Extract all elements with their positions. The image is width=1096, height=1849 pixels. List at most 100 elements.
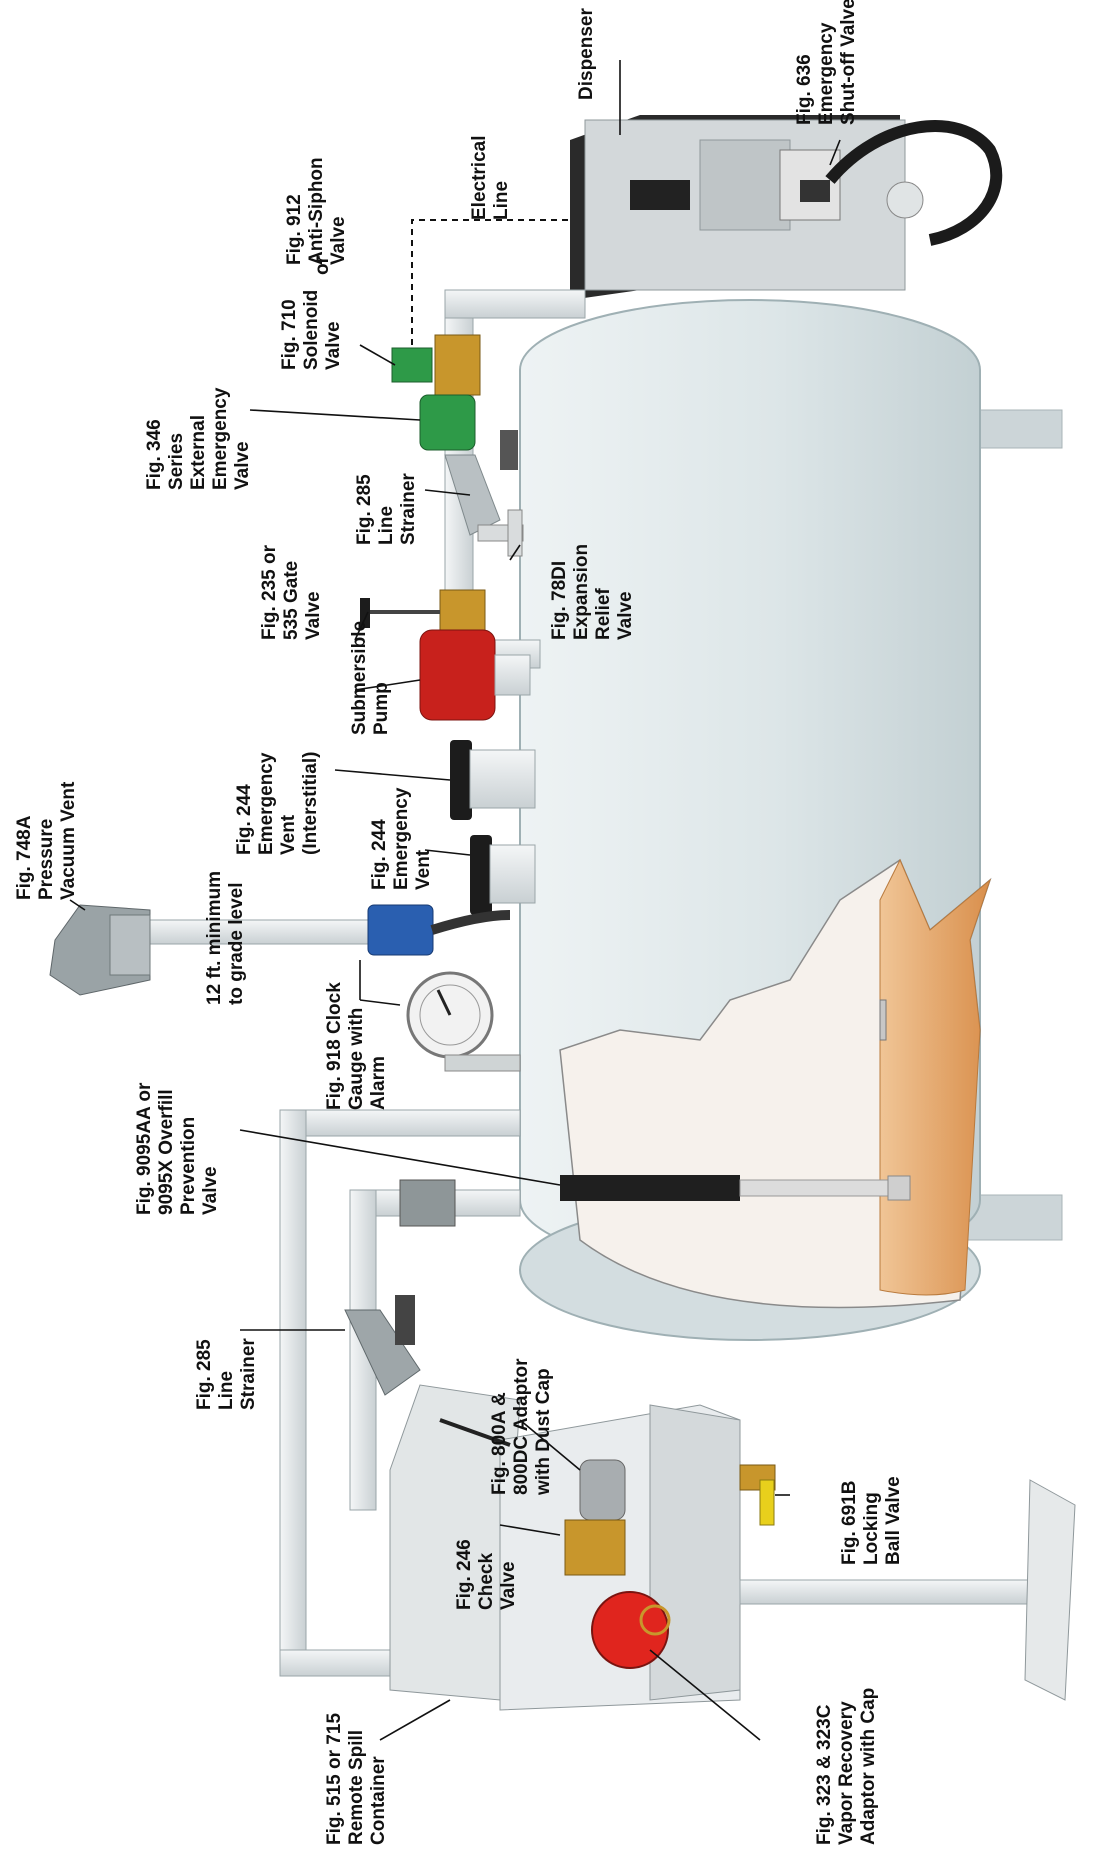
label-gate-valve-line-1: Fig. 235 or: [259, 544, 280, 640]
label-overfill-prevention-valve-line-1: Fig. 9095AA or: [134, 1082, 155, 1215]
clock-gauge: [408, 973, 520, 1071]
label-locking-ball-valve-line-1: Fig. 691B: [839, 1481, 860, 1565]
label-external-emergency-valve-line-1: Fig. 346: [144, 419, 165, 490]
label-check-valve-line-1: Fig. 246: [454, 1539, 475, 1610]
solenoid-valve: [392, 335, 480, 395]
label-emergency-vent-interstitial-line-3: Vent: [278, 814, 299, 855]
label-external-emergency-valve-line-5: Valve: [232, 441, 253, 490]
dispenser: [570, 115, 905, 300]
label-electrical-line-line-1: Electrical: [469, 136, 490, 221]
label-emergency-vent-line-3: Vent: [413, 849, 434, 890]
label-overfill-prevention-valve-line-3: Prevention: [178, 1117, 199, 1215]
label-expansion-relief-valve-line-3: Relief: [593, 588, 614, 640]
label-anti-siphon-valve-line-2: Anti-Siphon: [306, 157, 327, 265]
label-expansion-relief-valve-line-4: Valve: [615, 591, 636, 640]
label-overfill-prevention-valve-line-2: 9095X Overfill: [156, 1089, 177, 1215]
label-line-strainer-top-line-1: Fig. 285: [354, 474, 375, 545]
label-external-emergency-valve-line-2: Series: [166, 433, 187, 490]
label-emergency-vent-interstitial-line-4: (Interstitial): [300, 752, 321, 855]
gate-valve: [360, 590, 485, 635]
label-remote-spill-container-line-2: Remote Spill: [346, 1730, 367, 1845]
label-or: or: [312, 255, 333, 275]
label-gate-valve-line-2: 535 Gate: [281, 561, 302, 640]
label-submersible-pump-line-2: Pump: [371, 682, 392, 735]
label-remote-spill-container-line-1: Fig. 515 or 715: [324, 1713, 345, 1845]
label-check-valve-line-3: Valve: [498, 1561, 519, 1610]
label-vapor-recovery-adaptor-line-1: Fig. 323 & 323C: [814, 1704, 835, 1845]
label-emergency-shutoff-valve-line-1: Fig. 636: [794, 54, 815, 125]
label-adaptor-dust-cap-line-1: Fig. 800A &: [489, 1392, 510, 1495]
label-12ft-minimum: 12 ft. minimumto grade level: [204, 871, 247, 1005]
label-expansion-relief-valve-line-1: Fig. 78DI: [549, 561, 570, 640]
label-or-line-1: or: [312, 255, 333, 275]
label-overfill-prevention-valve-line-4: Valve: [200, 1166, 221, 1215]
label-gate-valve-line-3: Valve: [303, 591, 324, 640]
emergency-vent: [470, 835, 535, 915]
emergency-vent-interstitial: [450, 740, 535, 820]
label-adaptor-dust-cap-line-2: 800DC Adaptor: [511, 1358, 532, 1495]
label-solenoid-valve-line-2: Solenoid: [301, 290, 322, 370]
label-vapor-recovery-adaptor-line-3: Adaptor with Cap: [858, 1688, 879, 1845]
label-locking-ball-valve-line-3: Ball Valve: [883, 1476, 904, 1565]
label-clock-gauge-line-1: Fig. 918 Clock: [324, 982, 345, 1110]
label-12ft-minimum-line-1: 12 ft. minimum: [204, 871, 225, 1005]
label-emergency-vent-line-2: Emergency: [391, 787, 412, 890]
label-clock-gauge-line-2: Gauge with: [346, 1008, 367, 1110]
label-external-emergency-valve-line-3: External: [188, 415, 209, 490]
external-emergency-valve: [420, 395, 475, 450]
label-line-strainer-top-line-3: Strainer: [398, 473, 419, 545]
label-clock-gauge-line-3: Alarm: [368, 1056, 389, 1110]
label-dispenser: Dispenser: [576, 8, 597, 100]
label-submersible-pump-line-1: Submersible: [349, 621, 370, 735]
label-check-valve-line-2: Check: [476, 1553, 497, 1610]
label-emergency-shutoff-valve-line-3: Shut-off Valve: [838, 0, 859, 125]
pressure-vacuum-vent: [50, 905, 150, 995]
label-adaptor-dust-cap-line-3: with Dust Cap: [533, 1368, 554, 1496]
label-gate-valve: Fig. 235 or535 GateValve: [259, 544, 324, 640]
label-solenoid-valve: Fig. 710SolenoidValve: [279, 290, 344, 370]
label-emergency-vent-interstitial-line-1: Fig. 244: [234, 784, 255, 855]
label-emergency-shutoff-valve-line-2: Emergency: [816, 22, 837, 125]
label-expansion-relief-valve-line-2: Expansion: [571, 544, 592, 640]
label-locking-ball-valve-line-2: Locking: [861, 1492, 882, 1565]
drain-pipe: [740, 1480, 1075, 1700]
label-pressure-vacuum-vent-line-1: Fig. 748A: [14, 815, 35, 900]
label-pressure-vacuum-vent-line-2: Pressure: [36, 819, 57, 900]
label-12ft-minimum-line-2: to grade level: [226, 883, 247, 1006]
label-solenoid-valve-line-3: Valve: [323, 321, 344, 370]
label-line-strainer-bottom-line-2: Line: [216, 1371, 237, 1410]
vent-riser: [130, 905, 510, 955]
label-emergency-vent-line-1: Fig. 244: [369, 819, 390, 890]
label-line-strainer-bottom-line-3: Strainer: [238, 1338, 259, 1410]
label-solenoid-valve-line-1: Fig. 710: [279, 299, 300, 370]
label-vapor-recovery-adaptor-line-2: Vapor Recovery: [836, 1701, 857, 1845]
label-dispenser-line-1: Dispenser: [576, 8, 597, 100]
label-anti-siphon-valve-line-1: Fig. 912: [284, 194, 305, 265]
label-external-emergency-valve-line-4: Emergency: [210, 387, 231, 490]
locking-ball-valve: [740, 1465, 775, 1525]
label-electrical-line-line-2: Line: [491, 181, 512, 220]
label-remote-spill-container-line-3: Container: [368, 1756, 389, 1845]
label-pressure-vacuum-vent: Fig. 748APressureVacuum Vent: [14, 781, 79, 900]
label-line-strainer-bottom-line-1: Fig. 285: [194, 1339, 215, 1410]
label-emergency-vent-interstitial-line-2: Emergency: [256, 752, 277, 855]
label-line-strainer-top-line-2: Line: [376, 506, 397, 545]
electrical-line: [412, 220, 570, 345]
label-pressure-vacuum-vent-line-3: Vacuum Vent: [58, 781, 79, 900]
